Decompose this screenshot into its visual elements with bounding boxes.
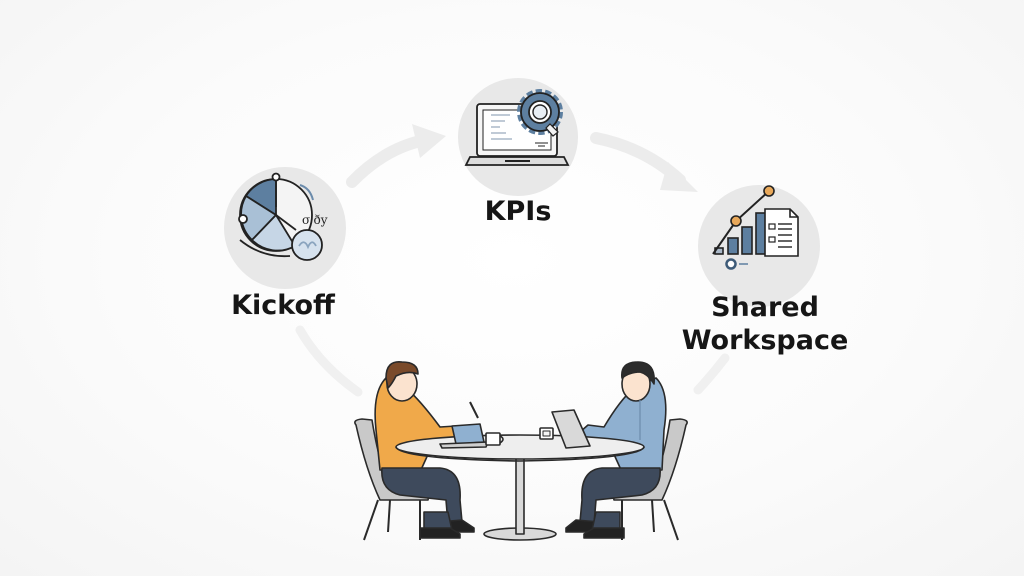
kpis-label: KPIs — [484, 196, 552, 227]
svg-text:σ'ðy: σ'ðy — [302, 213, 328, 227]
kickoff-label: Kickoff — [231, 290, 335, 321]
left-mug — [485, 432, 504, 446]
arrow-meeting-to-kickoff — [295, 325, 363, 397]
arrow-workspace-to-meeting — [693, 353, 730, 395]
shared-workspace-label-line2: Workspace — [681, 325, 849, 356]
arrowhead-workspace — [660, 162, 698, 192]
center-mug — [539, 427, 554, 440]
arrowhead-kpis — [412, 124, 446, 158]
right-laptop — [551, 409, 591, 449]
shared-workspace-label-line1: Shared — [711, 292, 819, 323]
shared-workspace-label: Shared Workspace — [680, 291, 850, 357]
left-laptop — [439, 423, 489, 449]
